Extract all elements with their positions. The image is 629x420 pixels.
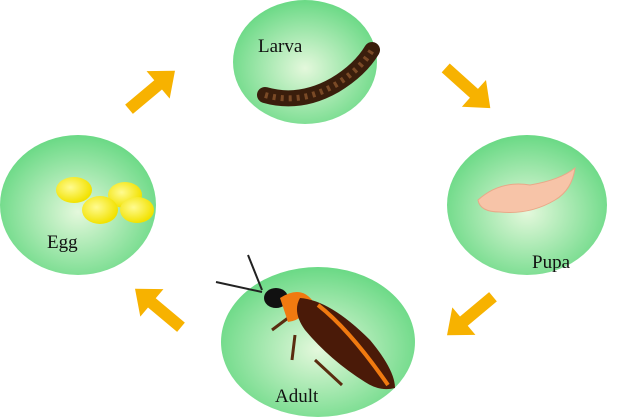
stage-adult: Adult [215,254,415,417]
larva-icon [257,42,380,107]
arrow-larva-to-pupa-icon [433,54,503,122]
stage-egg: Egg [0,135,156,275]
label-adult: Adult [275,386,319,407]
eggs-icon [56,177,154,224]
stage-larva: Larva [233,0,380,124]
label-larva: Larva [258,36,303,57]
stage-pupa: Pupa [447,135,607,275]
firefly-icon [215,254,395,390]
arrow-adult-to-egg-icon [123,274,193,342]
arrow-egg-to-larva-icon [117,56,187,124]
arrow-pupa-to-adult-icon [435,282,505,350]
label-egg: Egg [47,232,78,253]
label-pupa: Pupa [532,252,571,273]
pupa-icon [477,166,576,213]
